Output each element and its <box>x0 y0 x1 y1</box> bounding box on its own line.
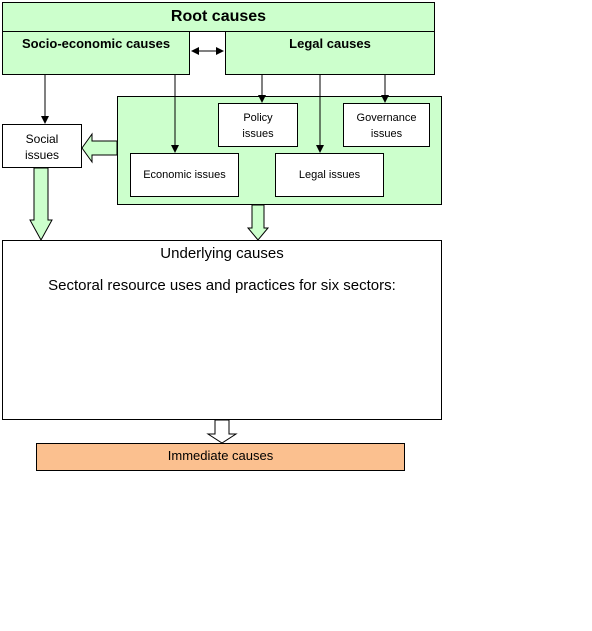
root-causes-title: Root causes <box>170 8 267 25</box>
socio-economic-causes-box: Socio-economic causes <box>2 31 190 75</box>
governance-issues-label: Governance issues <box>356 112 417 140</box>
block-arrow-issues-to-underlying <box>246 204 270 241</box>
legal-issues-label: Legal issues <box>298 169 361 181</box>
block-arrow-to-social-issues <box>81 132 118 164</box>
socio-economic-causes-label: Socio-economic causes <box>21 36 171 51</box>
economic-issues-box: Economic issues <box>130 153 239 197</box>
immediate-causes-label: Immediate causes <box>167 448 274 463</box>
block-arrow-underlying-to-immediate <box>206 419 238 444</box>
immediate-causes-box: Immediate causes <box>36 443 405 471</box>
social-issues-label: Social issues <box>24 132 59 162</box>
governance-issues-box: Governance issues <box>343 103 430 147</box>
block-arrow-social-to-underlying <box>29 167 53 242</box>
underlying-causes-subtitle: Sectoral resource uses and practices for… <box>48 277 396 294</box>
legal-causes-label: Legal causes <box>289 36 371 51</box>
economic-issues-label: Economic issues <box>143 169 226 181</box>
legal-causes-box: Legal causes <box>225 31 435 75</box>
underlying-causes-title: Underlying causes <box>160 245 284 262</box>
policy-issues-label: Policy issues <box>242 112 274 140</box>
underlying-causes-box: Underlying causes Sectoral resource uses… <box>2 240 442 420</box>
policy-issues-box: Policy issues <box>218 103 298 147</box>
root-causes-box: Root causes <box>2 2 435 32</box>
legal-issues-box: Legal issues <box>275 153 384 197</box>
